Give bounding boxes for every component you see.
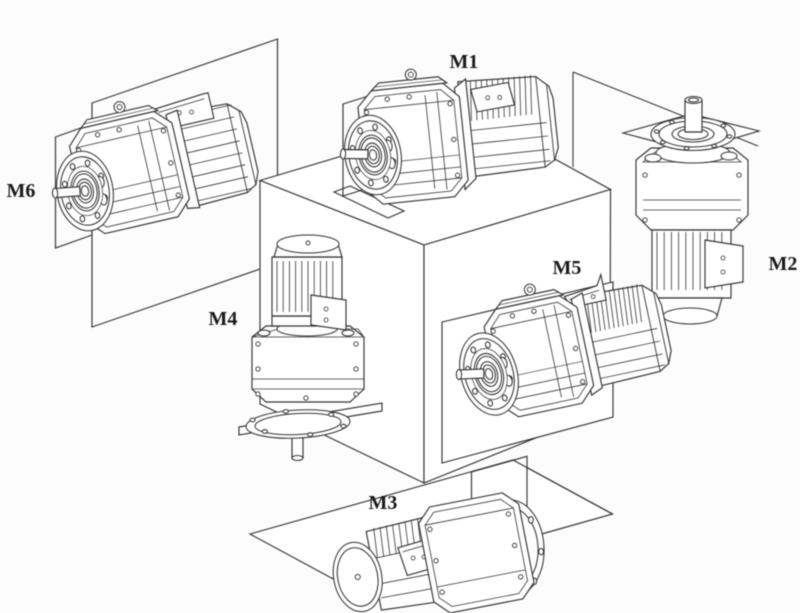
svg-text:M1: M1 <box>450 51 479 73</box>
svg-text:M4: M4 <box>209 308 238 330</box>
svg-text:M3: M3 <box>369 492 398 514</box>
svg-text:M6: M6 <box>7 180 36 202</box>
svg-text:M2: M2 <box>769 253 798 275</box>
svg-text:M5: M5 <box>553 257 582 279</box>
